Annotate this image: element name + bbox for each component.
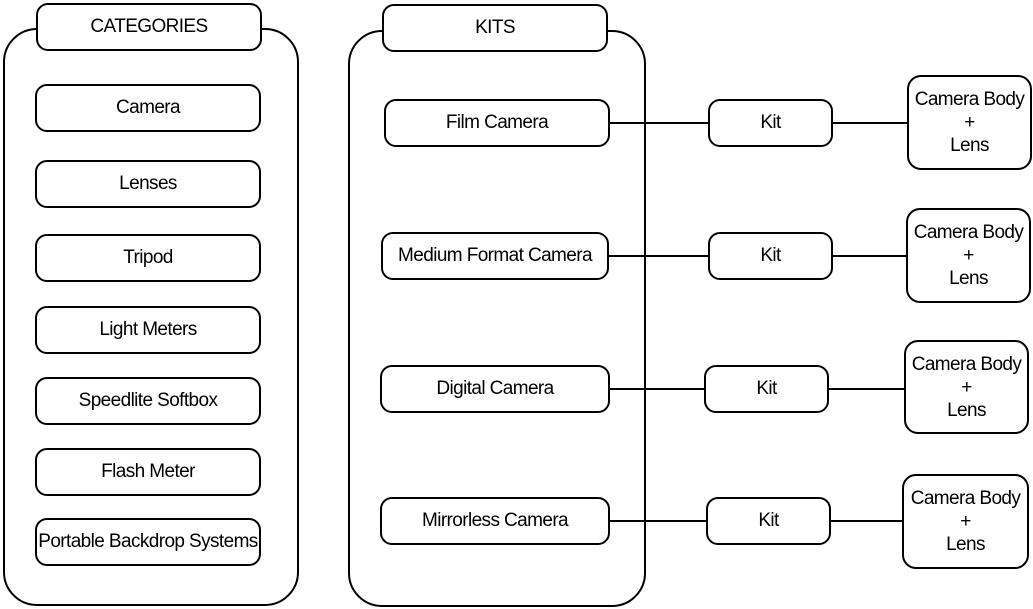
kit-contents-line: +	[964, 112, 975, 133]
category-item-tripod[interactable]: Tripod	[35, 234, 261, 282]
connector-mirrorless-kit-to-contents	[830, 520, 903, 522]
kit-contents-medium-format: Camera Body + Lens	[906, 208, 1031, 303]
connector-film-kit-to-contents	[832, 122, 908, 124]
kit-camera-medium-format[interactable]: Medium Format Camera	[381, 232, 609, 280]
kit-contents-line: Lens	[946, 534, 985, 555]
kit-contents-line: Lens	[950, 135, 989, 156]
kit-contents-film: Camera Body + Lens	[907, 75, 1032, 170]
category-item-lenses[interactable]: Lenses	[35, 160, 261, 208]
connector-film-to-kit	[609, 122, 709, 124]
kit-node-mirrorless[interactable]: Kit	[706, 497, 831, 545]
connector-digital-to-kit	[609, 388, 705, 390]
kit-contents-line: +	[963, 245, 974, 266]
connector-digital-kit-to-contents	[828, 388, 905, 390]
connector-medium-format-kit-to-contents	[832, 255, 907, 257]
kit-contents-line: Camera Body	[910, 488, 1021, 509]
kit-contents-line: Camera Body	[914, 89, 1025, 110]
category-item-portable-backdrop-systems[interactable]: Portable Backdrop Systems	[35, 518, 261, 566]
kits-title: KITS	[382, 4, 608, 52]
kit-node-medium-format[interactable]: Kit	[708, 232, 833, 280]
category-item-speedlite-softbox[interactable]: Speedlite Softbox	[35, 377, 261, 425]
categories-title: CATEGORIES	[36, 3, 262, 51]
kit-camera-mirrorless[interactable]: Mirrorless Camera	[380, 497, 610, 545]
category-item-light-meters[interactable]: Light Meters	[35, 306, 261, 354]
kit-contents-line: Camera Body	[913, 222, 1024, 243]
kit-contents-line: Lens	[949, 268, 988, 289]
kit-camera-digital[interactable]: Digital Camera	[380, 365, 610, 413]
kit-node-digital[interactable]: Kit	[704, 365, 829, 413]
connector-medium-format-to-kit	[608, 255, 709, 257]
category-item-camera[interactable]: Camera	[35, 84, 261, 132]
kit-contents-line: +	[961, 376, 972, 398]
kit-node-film[interactable]: Kit	[708, 99, 833, 147]
connector-mirrorless-to-kit	[609, 520, 707, 522]
kit-contents-line: Camera Body	[911, 353, 1022, 375]
kit-contents-digital: Camera Body + Lens	[904, 340, 1029, 434]
kit-contents-line: Lens	[947, 399, 986, 421]
kit-contents-line: +	[960, 511, 971, 532]
category-item-flash-meter[interactable]: Flash Meter	[35, 448, 261, 496]
kit-camera-film[interactable]: Film Camera	[384, 99, 610, 147]
kit-contents-mirrorless: Camera Body + Lens	[902, 474, 1029, 569]
